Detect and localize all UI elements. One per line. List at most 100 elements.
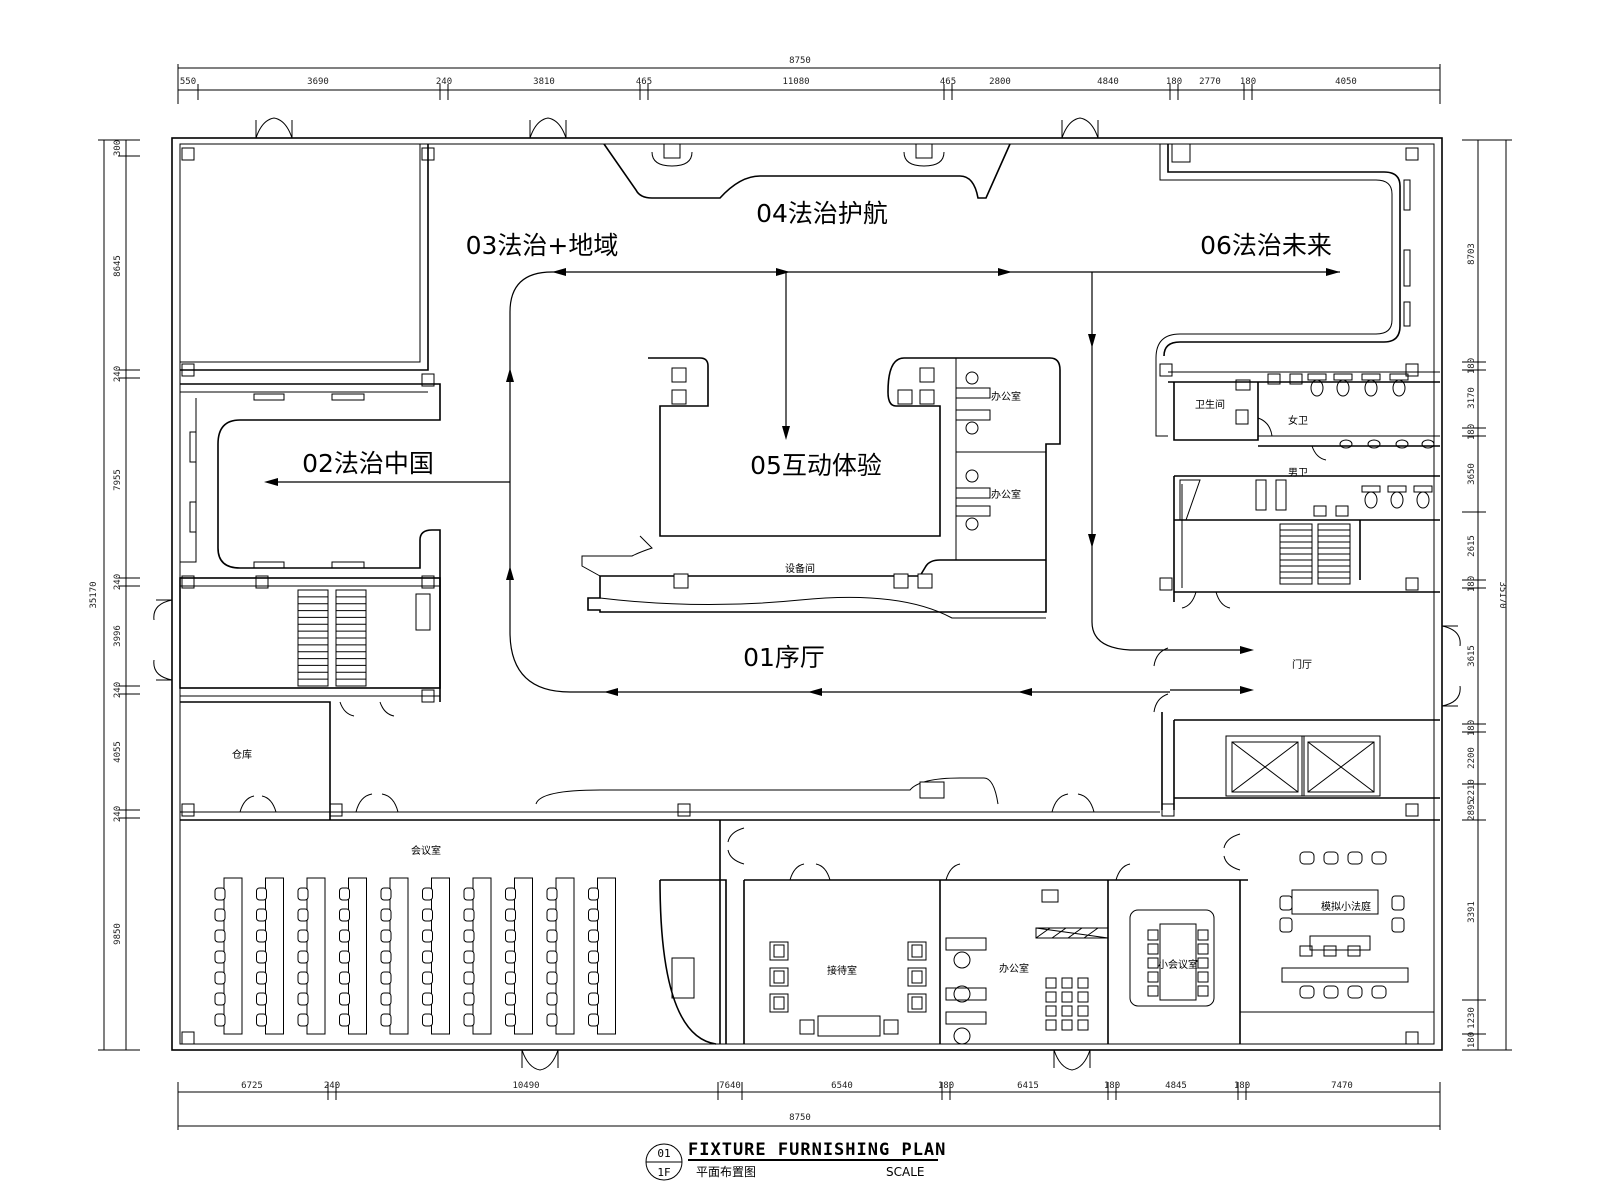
- dim-left-9: 9850: [113, 923, 123, 945]
- exterior-walls: [171, 137, 1443, 1051]
- dim-top-10: 2770: [1199, 77, 1221, 87]
- room-label-mock-court: 模拟小法庭: [1321, 900, 1371, 913]
- dim-bottom-0: 6725: [241, 1081, 263, 1091]
- conference-seating: [214, 877, 616, 1035]
- column-6: [421, 575, 435, 589]
- column-12: [1161, 803, 1175, 817]
- zone-labels: 01序厅 02法治中国 03法治+地域 04法治护航 05互动体验 06法治未来: [302, 199, 1332, 672]
- room-label-office-a: 办公室: [991, 390, 1021, 403]
- office-furniture: [651, 144, 1409, 1045]
- column-8: [181, 803, 195, 817]
- column-7: [255, 575, 269, 589]
- dim-top-2: 240: [436, 77, 452, 87]
- toilet-fixtures: [1179, 373, 1435, 521]
- dim-left-4: 240: [113, 574, 123, 590]
- dim-bottom-5: 180: [938, 1081, 954, 1091]
- dim-right-12: 3391: [1467, 901, 1477, 923]
- dim-left-7: 4055: [113, 741, 123, 763]
- dim-left-0: 300: [113, 140, 123, 156]
- dim-right-0: 8703: [1467, 243, 1477, 265]
- dim-top-1: 3690: [307, 77, 329, 87]
- dim-right-14: 180: [1467, 1032, 1477, 1048]
- column-18: [1159, 363, 1173, 377]
- drawing-number: 01: [657, 1147, 670, 1160]
- dim-top-12: 4050: [1335, 77, 1357, 87]
- room-label-conference: 会议室: [411, 844, 441, 857]
- dim-bottom-2: 10490: [512, 1081, 539, 1091]
- dim-right-13: 1230: [1467, 1007, 1477, 1029]
- dim-top-5: 11080: [782, 77, 809, 87]
- dim-right-1: 180: [1467, 358, 1477, 374]
- title-block: 01 1F FIXTURE FURNISHING PLAN 平面布置图 SCAL…: [645, 1140, 946, 1181]
- dim-top-4: 465: [636, 77, 652, 87]
- room-label-utility: 卫生间: [1195, 398, 1225, 411]
- dim-overall-right: 35170: [1497, 581, 1507, 608]
- dim-right-6: 180: [1467, 576, 1477, 592]
- dim-right-5: 2615: [1467, 535, 1477, 557]
- zone-label-04: 04法治护航: [756, 199, 888, 228]
- left-dimension-chain: 35170 3008645240795524039962404055240985…: [89, 139, 140, 1051]
- interior-doors: [239, 417, 1327, 881]
- room-label-office-b: 办公室: [991, 488, 1021, 501]
- zone-label-06: 06法治未来: [1200, 231, 1332, 260]
- drawing-subtitle: 平面布置图: [696, 1165, 756, 1179]
- drawing-scale: SCALE: [886, 1165, 924, 1179]
- elevators: [1225, 735, 1381, 797]
- dim-right-8: 180: [1467, 720, 1477, 736]
- room-label-restroom-men: 男卫: [1288, 467, 1308, 479]
- dim-bottom-8: 4845: [1165, 1081, 1187, 1091]
- drawing-title: FIXTURE FURNISHING PLAN: [688, 1140, 946, 1160]
- dim-left-3: 7955: [113, 469, 123, 491]
- room-label-office-c: 办公室: [999, 962, 1029, 975]
- dim-top-8: 4840: [1097, 77, 1119, 87]
- column-17: [1405, 577, 1419, 591]
- structural-columns: [181, 147, 1419, 1045]
- dim-right-10: 2210: [1467, 779, 1477, 801]
- zone-label-05: 05互动体验: [750, 451, 882, 480]
- dim-overall-top: 8750: [789, 56, 811, 66]
- dim-top-9: 180: [1166, 77, 1182, 87]
- column-14: [181, 1031, 195, 1045]
- room-label-reception: 接待室: [827, 964, 857, 977]
- zone-label-03: 03法治+地域: [466, 231, 619, 260]
- column-4: [421, 373, 435, 387]
- column-5: [181, 575, 195, 589]
- room-label-small-meeting: 小会议室: [1158, 958, 1198, 971]
- dim-left-5: 3996: [113, 625, 123, 647]
- room-label-warehouse: 仓库: [232, 748, 252, 761]
- dim-right-2: 3170: [1467, 387, 1477, 409]
- dim-bottom-1: 240: [324, 1081, 340, 1091]
- drawing-floor: 1F: [657, 1166, 670, 1179]
- dim-overall-left: 35170: [89, 581, 99, 608]
- room-label-restroom-women: 女卫: [1288, 414, 1308, 427]
- column-9: [329, 803, 343, 817]
- stair-right: [1279, 523, 1351, 585]
- dim-top-6: 465: [940, 77, 956, 87]
- interior-walls: [179, 143, 1440, 1045]
- dim-left-2: 240: [113, 366, 123, 382]
- room-label-equipment: 设备间: [785, 562, 815, 575]
- room-labels: 办公室 办公室 办公室 设备间 男卫 女卫 卫生间 门厅 仓库 会议室 接待室 …: [232, 390, 1371, 977]
- dim-right-4: 3650: [1467, 463, 1477, 485]
- dim-bottom-3: 7640: [719, 1081, 741, 1091]
- dim-bottom-10: 7470: [1331, 1081, 1353, 1091]
- dim-top-7: 2800: [989, 77, 1011, 87]
- column-19: [1405, 363, 1419, 377]
- tour-route: [264, 268, 1340, 696]
- dim-top-3: 3810: [533, 77, 555, 87]
- dim-right-7: 3615: [1467, 645, 1477, 667]
- column-0: [181, 147, 195, 161]
- column-11: [677, 803, 691, 817]
- dim-bottom-9: 180: [1234, 1081, 1250, 1091]
- dim-left-8: 240: [113, 806, 123, 822]
- column-13: [1405, 803, 1419, 817]
- room-label-lobby: 门厅: [1292, 658, 1312, 671]
- right-dimension-chain: 35170 8703 180 3170 180 3650 2615 180 3615 180 22…: [1462, 139, 1512, 1051]
- dim-top-11: 180: [1240, 77, 1256, 87]
- dim-right-9: 2200: [1467, 747, 1477, 769]
- column-2: [1405, 147, 1419, 161]
- stair-left: [297, 589, 431, 687]
